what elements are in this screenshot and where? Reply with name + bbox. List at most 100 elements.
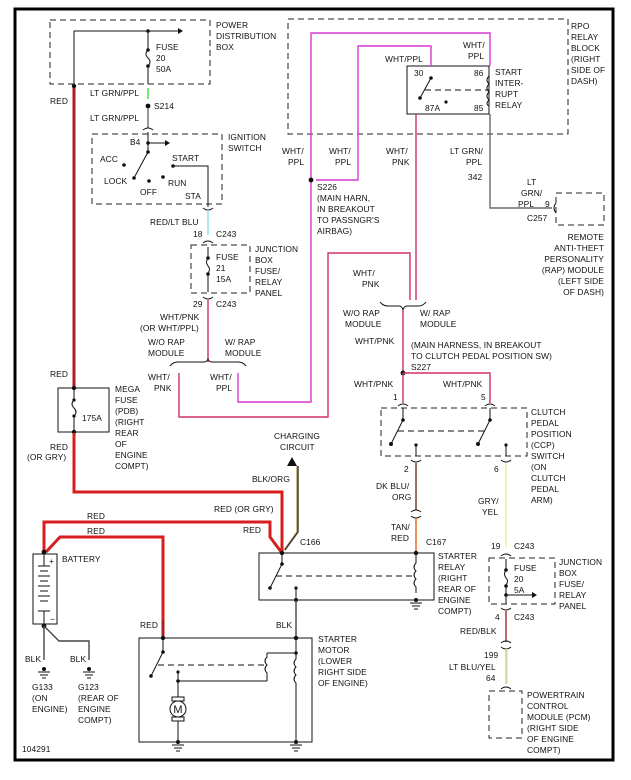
- pdb-label-2: BOX: [216, 42, 234, 52]
- rpo-label-0: RPO: [571, 21, 590, 31]
- label-wht-pnk-2-1: PNK: [392, 157, 410, 167]
- label-dk-blu-org-1: ORG: [392, 492, 411, 502]
- sr-label-3: REAR OF: [438, 584, 476, 594]
- relay-coil-icon: [486, 75, 490, 107]
- label-red-or-gry-left-1: (OR GRY): [27, 452, 66, 462]
- g123-label-1: (REAR OF: [78, 693, 119, 703]
- charging-label-0: CHARGING: [274, 431, 320, 441]
- label-blk-org: BLK/ORG: [252, 474, 290, 484]
- g133-label-0: G133: [32, 682, 53, 692]
- label-gry-yel-1: YEL: [482, 507, 498, 517]
- battery: + − BATTERY: [32, 549, 101, 629]
- label-wht-pnk-or-1: (OR WHT/PPL): [140, 323, 199, 333]
- charging-label-1: CIRCUIT: [280, 442, 315, 452]
- diagram-frame: [13, 7, 615, 762]
- jbb-fuse-0: FUSE: [514, 563, 537, 573]
- pdb-label-1: DISTRIBUTION: [216, 31, 276, 41]
- label-wht-ppl-1-0: WHT/: [210, 372, 232, 382]
- junction-box-bottom: JUNCTION BOX FUSE/ RELAY PANEL FUSE 20 5…: [488, 557, 602, 611]
- ccp-label-1: PEDAL: [531, 418, 559, 428]
- field-coil-icon: [293, 653, 297, 742]
- label-c243-d: C243: [514, 612, 535, 622]
- label-pin29: 29: [193, 299, 203, 309]
- ground-icon: [38, 667, 50, 679]
- label-wht-pnk-3-1: PNK: [362, 279, 380, 289]
- label-wht-ppl-3-1: PPL: [335, 157, 351, 167]
- wire-red-or-gry: [72, 433, 284, 553]
- jbb-fuse-2: 5A: [514, 585, 525, 595]
- rpo-label-2: BLOCK: [571, 43, 600, 53]
- sir-label-0: START: [495, 67, 522, 77]
- sr-label-4: ENGINE: [438, 595, 471, 605]
- label-wht-ppl-2-0: WHT/: [282, 146, 304, 156]
- g123-label-3: COMPT): [78, 715, 112, 725]
- label-pin64: 64: [486, 673, 496, 683]
- jbt-fuse-1: 21: [216, 263, 226, 273]
- splice-s226: [308, 177, 314, 183]
- starter-relay: STARTER RELAY (RIGHT REAR OF ENGINE COMP…: [258, 550, 477, 616]
- sm-label-3: RIGHT SIDE: [318, 667, 367, 677]
- g133-label-1: (ON: [32, 693, 48, 703]
- ign-start: START: [172, 153, 199, 163]
- rap-label-4: (LEFT SIDE: [558, 276, 604, 286]
- battery-plus: +: [49, 556, 54, 566]
- label-w-rap-1-1: MODULE: [225, 348, 262, 358]
- sm-label-2: (LOWER: [318, 656, 352, 666]
- mega-label-3: (RIGHT: [115, 417, 144, 427]
- rap-label-1: ANTI-THEFT: [554, 243, 604, 253]
- fuse-icon: [206, 257, 210, 274]
- ccp-pin2: 2: [404, 464, 409, 474]
- ccp-label-4: SWITCH: [531, 451, 565, 461]
- label-wo-rap-2-0: W/O RAP: [343, 308, 380, 318]
- sm-label-4: OF ENGINE): [318, 678, 368, 688]
- label-w-rap-2-1: MODULE: [420, 319, 457, 329]
- motor-symbol: M: [173, 704, 182, 716]
- label-s227-1: TO CLUTCH PEDAL POSITION SW): [411, 351, 552, 361]
- label-red-or-gry-mid: RED (OR GRY): [214, 504, 274, 514]
- label-lt-grn-ppl-1: LT GRN/PPL: [90, 88, 139, 98]
- relay-coil-icon: [413, 553, 417, 593]
- label-lt-grn-ppl-2: LT GRN/PPL: [90, 113, 139, 123]
- jbb-label-2: FUSE/: [559, 579, 585, 589]
- label-tan-red-0: TAN/: [391, 522, 410, 532]
- sr-label-5: COMPT): [438, 606, 472, 616]
- mega-fuse-rating: 175A: [82, 413, 102, 423]
- label-lt-grn-ppl-rap-0: LT: [527, 177, 536, 187]
- label-c167: C167: [426, 537, 447, 547]
- label-wht-ppl-1-1: PPL: [216, 383, 232, 393]
- arrow-icon: [178, 28, 183, 34]
- label-s227-0: (MAIN HARNESS, IN BREAKOUT: [411, 340, 542, 350]
- label-wht-ppl-relay30: WHT/PPL: [385, 54, 423, 64]
- mega-label-1: FUSE: [115, 395, 138, 405]
- label-red-c166: RED: [243, 525, 261, 535]
- pcm-label-5: COMPT): [527, 745, 561, 755]
- sr-label-2: (RIGHT: [438, 573, 467, 583]
- mega-label-6: ENGINE: [115, 450, 148, 460]
- label-blk-g133: BLK: [25, 654, 41, 664]
- connector-icon: [553, 202, 557, 214]
- ignition-switch: IGNITION SWITCH B4 ACC LOCK OFF RUN STAR…: [91, 132, 266, 211]
- label-wht-pnk-1-1: PNK: [154, 383, 172, 393]
- label-red-left: RED: [50, 96, 68, 106]
- label-wo-rap-1-0: W/O RAP: [148, 337, 185, 347]
- label-s226-0: S226: [317, 182, 337, 192]
- ccp-label-2: POSITION: [531, 429, 572, 439]
- jbt-fuse-0: FUSE: [216, 252, 239, 262]
- battery-label: BATTERY: [62, 554, 101, 564]
- jbt-fuse-2: 15A: [216, 274, 232, 284]
- label-circuit-342: 342: [468, 172, 483, 182]
- splice-s214: [145, 103, 151, 109]
- ign-acc: ACC: [100, 154, 118, 164]
- ccp-pin6: 6: [494, 464, 499, 474]
- label-wht-pnk-1-0: WHT/: [148, 372, 170, 382]
- label-s227-2: S227: [411, 362, 431, 372]
- label-wo-rap-2-1: MODULE: [345, 319, 382, 329]
- label-wht-pnk-5: WHT/PNK: [354, 379, 394, 389]
- sir-label-3: RELAY: [495, 100, 523, 110]
- ccp-label-3: (CCP): [531, 440, 555, 450]
- sir-label-2: RUPT: [495, 89, 518, 99]
- label-red-motor: RED: [140, 620, 158, 630]
- label-s214: S214: [154, 101, 174, 111]
- ign-label-0: IGNITION: [228, 132, 266, 142]
- jbb-fuse-1: 20: [514, 574, 524, 584]
